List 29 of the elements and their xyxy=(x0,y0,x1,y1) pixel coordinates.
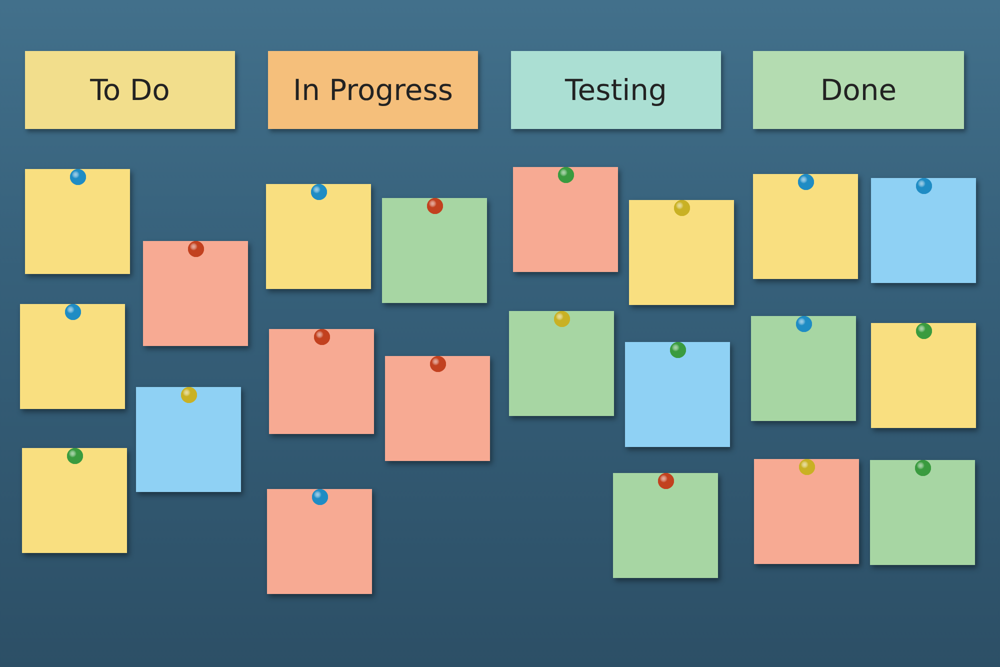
column-header xyxy=(268,51,478,129)
sticky-note xyxy=(267,489,372,594)
sticky-note xyxy=(382,198,487,303)
sticky-note xyxy=(143,241,248,346)
sticky-note xyxy=(509,311,614,416)
sticky-note xyxy=(871,178,976,283)
column-title: Done xyxy=(820,72,897,108)
sticky-note xyxy=(613,473,718,578)
column-title: Testing xyxy=(565,72,667,108)
sticky-note xyxy=(20,304,125,409)
sticky-note xyxy=(629,200,734,305)
sticky-note xyxy=(269,329,374,434)
sticky-note xyxy=(136,387,241,492)
sticky-note xyxy=(870,460,975,565)
sticky-note xyxy=(385,356,490,461)
column-title: To Do xyxy=(90,72,170,108)
sticky-note xyxy=(625,342,730,447)
sticky-note xyxy=(513,167,618,272)
sticky-note xyxy=(871,323,976,428)
sticky-note xyxy=(22,448,127,553)
sticky-note xyxy=(754,459,859,564)
column-title: In Progress xyxy=(293,72,453,108)
column-header xyxy=(753,51,964,129)
column-header xyxy=(25,51,235,129)
sticky-note xyxy=(751,316,856,421)
column-header xyxy=(511,51,721,129)
sticky-note xyxy=(753,174,858,279)
sticky-note xyxy=(266,184,371,289)
sticky-note xyxy=(25,169,130,274)
